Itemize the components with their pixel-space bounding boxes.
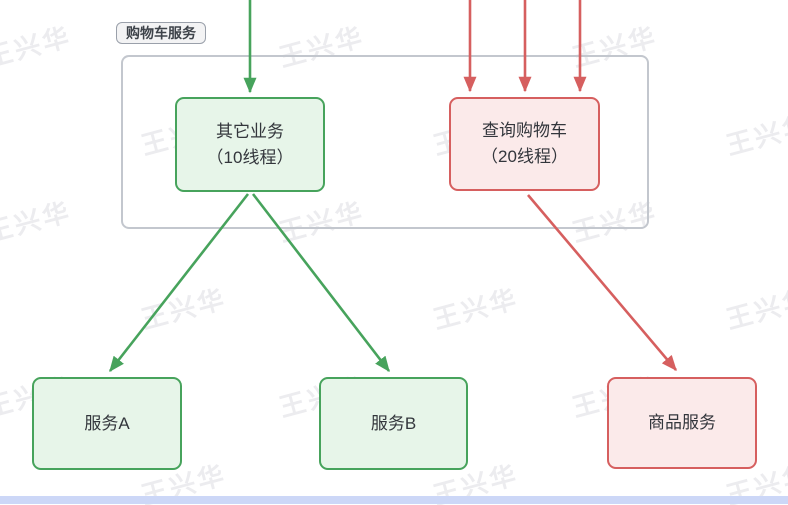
node-service-b-label: 服务B [370,413,417,433]
node-product-service-label: 商品服务 [648,413,716,432]
node-query-cart: 查询购物车 （20线程） [449,97,600,191]
node-service-a-label: 服务A [84,413,130,433]
cart-service-group-label: 购物车服务 [116,22,206,44]
edge-other-business-to-service-b [251,193,391,373]
node-query-cart-title: 查询购物车 [482,121,567,140]
cart-service-group-box [121,55,649,229]
bottom-edge-bar [0,496,788,504]
node-other-business-title: 其它业务 [216,121,284,141]
edge-query-cart-to-product-service [527,194,677,371]
node-other-business-subtitle: （10线程） [206,147,294,167]
node-other-business: 其它业务 （10线程） [175,97,325,192]
node-query-cart-subtitle: （20线程） [481,147,568,166]
edge-other-business-to-service-a [108,193,250,373]
node-service-a: 服务A [32,377,182,470]
node-service-b: 服务B [319,377,468,470]
node-product-service: 商品服务 [607,377,757,469]
